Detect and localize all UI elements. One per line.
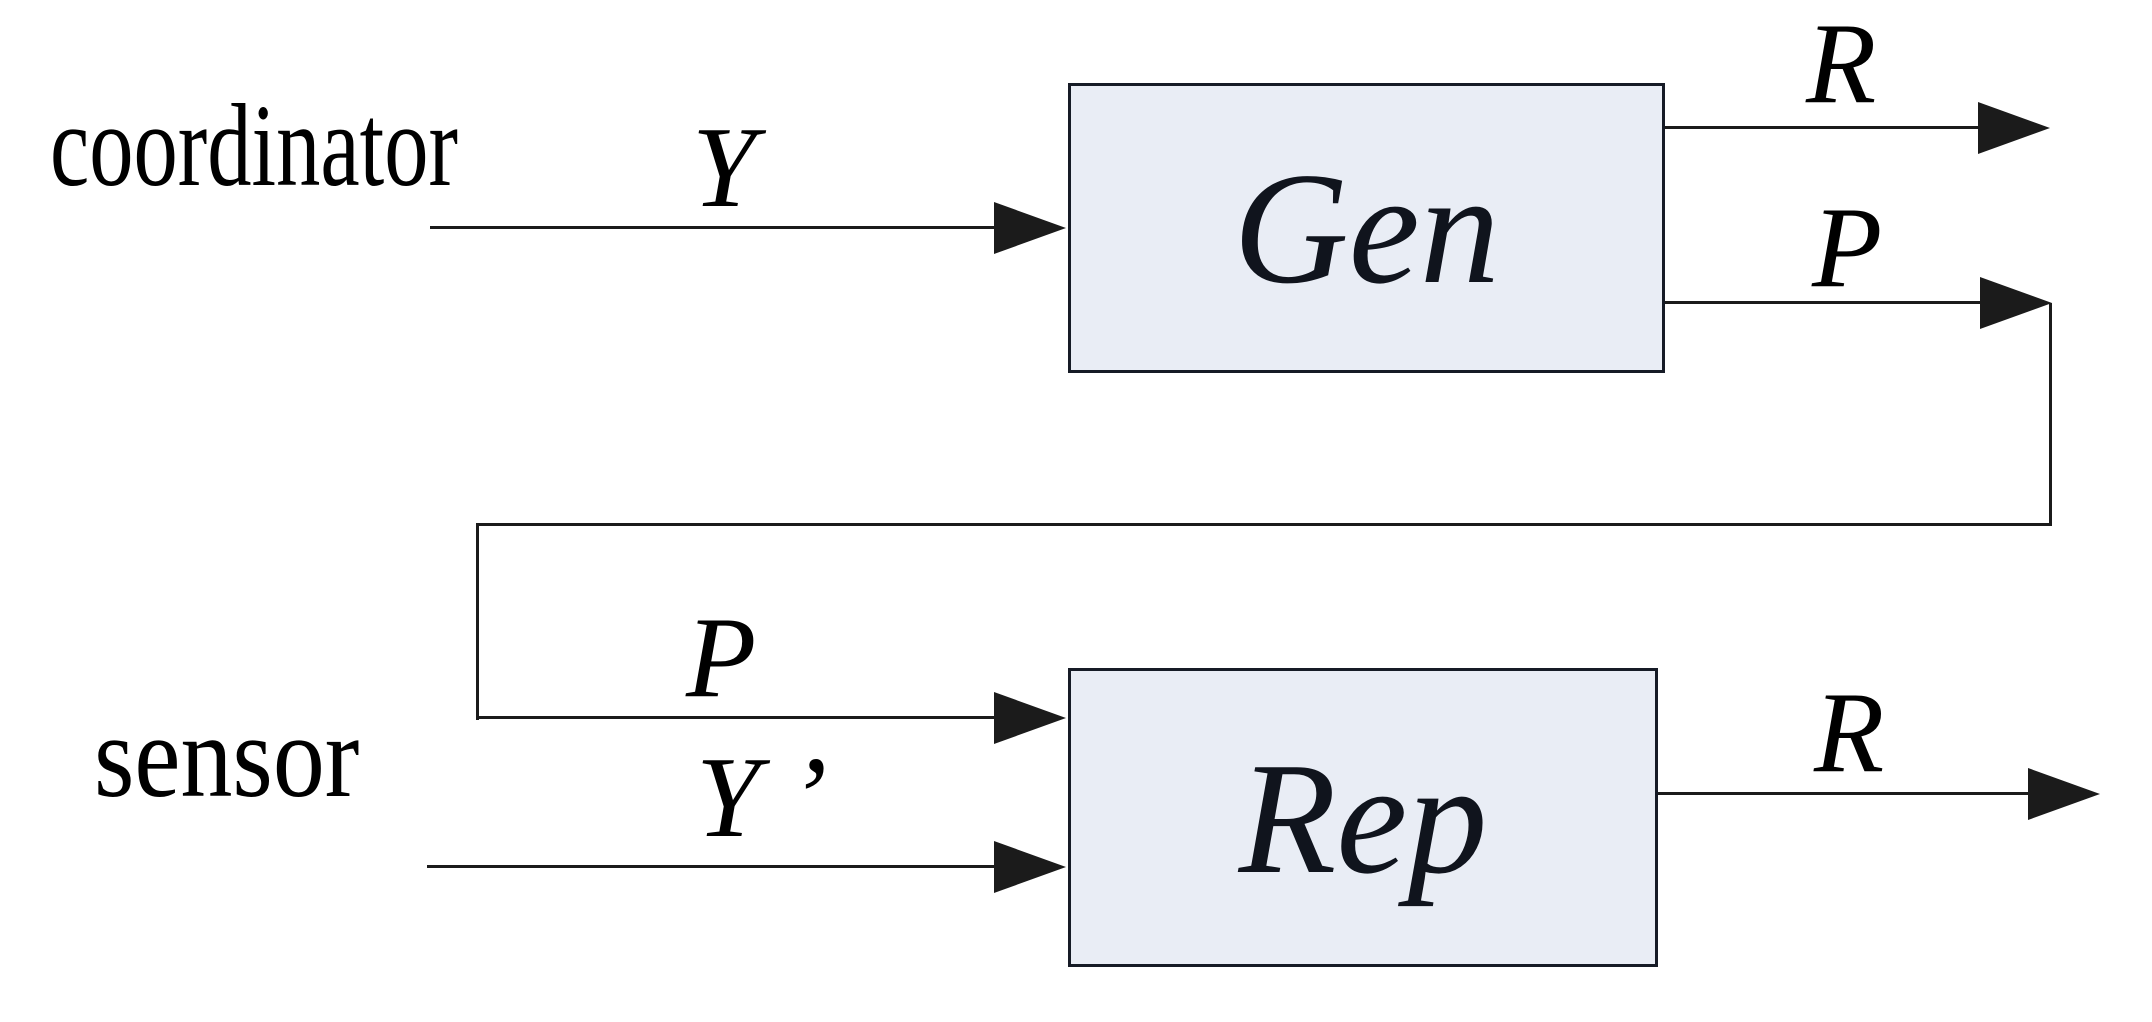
p-feedback-left-vertical-segment (476, 523, 479, 720)
y-input-arrowhead-icon (994, 202, 1066, 254)
p-feedback-horizontal-segment (476, 523, 2052, 526)
gen-p-output-arrow-line (1665, 301, 1985, 304)
p-feedback-right-vertical-segment (2049, 303, 2052, 526)
sensor-label: sensor (94, 691, 360, 822)
y-signal-label: Y (692, 104, 756, 231)
gen-block: Gen (1068, 83, 1665, 373)
yprime-input-arrowhead-icon (994, 841, 1066, 893)
coordinator-label: coordinator (50, 80, 458, 211)
rep-r-output-arrowhead-icon (2028, 768, 2100, 820)
rep-r-output-arrow-line (1658, 792, 2033, 795)
rep-p-input-arrow-line (476, 716, 1006, 719)
rep-block-label: Rep (1238, 728, 1488, 907)
rep-p-input-arrowhead-icon (994, 692, 1066, 744)
yprime-input-arrow-line (427, 865, 1007, 868)
y-input-arrow-line (430, 226, 1005, 229)
gen-r-output-arrowhead-icon (1978, 102, 2050, 154)
rep-block: Rep (1068, 668, 1658, 967)
gen-r-signal-label: R (1806, 0, 1877, 127)
rep-p-signal-label: P (686, 594, 757, 721)
gen-p-signal-label: P (1812, 184, 1883, 311)
gen-block-label: Gen (1233, 139, 1500, 317)
rep-r-signal-label: R (1814, 669, 1885, 796)
gen-r-output-arrow-line (1665, 126, 1985, 129)
yprime-signal-label: Y ’ (696, 734, 828, 861)
gen-p-output-arrowhead-icon (1980, 277, 2052, 329)
